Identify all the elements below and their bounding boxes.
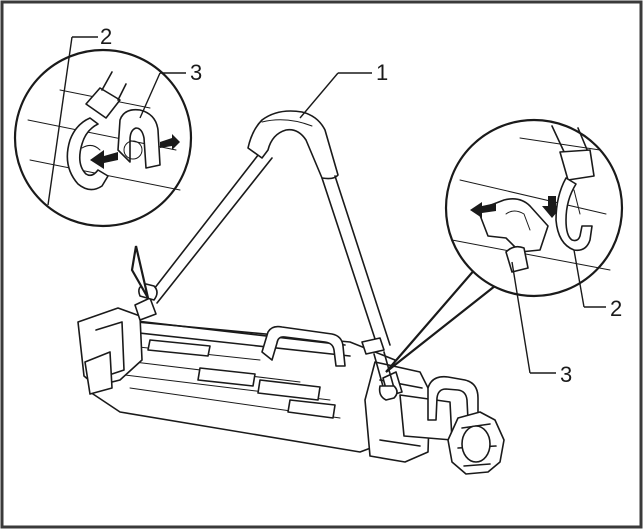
callout-label-hook-left: 2 — [100, 24, 112, 49]
callout-label-loop-right: 3 — [560, 362, 572, 387]
right-detail-callout — [385, 118, 624, 373]
leader-lines — [47, 36, 606, 374]
left-detail-callout — [13, 48, 193, 299]
shoulder-strap — [138, 110, 398, 401]
drum-unit — [77, 297, 505, 475]
callout-label-strap: 1 — [376, 60, 388, 85]
callout-label-hook-right: 2 — [610, 296, 622, 321]
callout-label-loop-left: 3 — [190, 60, 202, 85]
